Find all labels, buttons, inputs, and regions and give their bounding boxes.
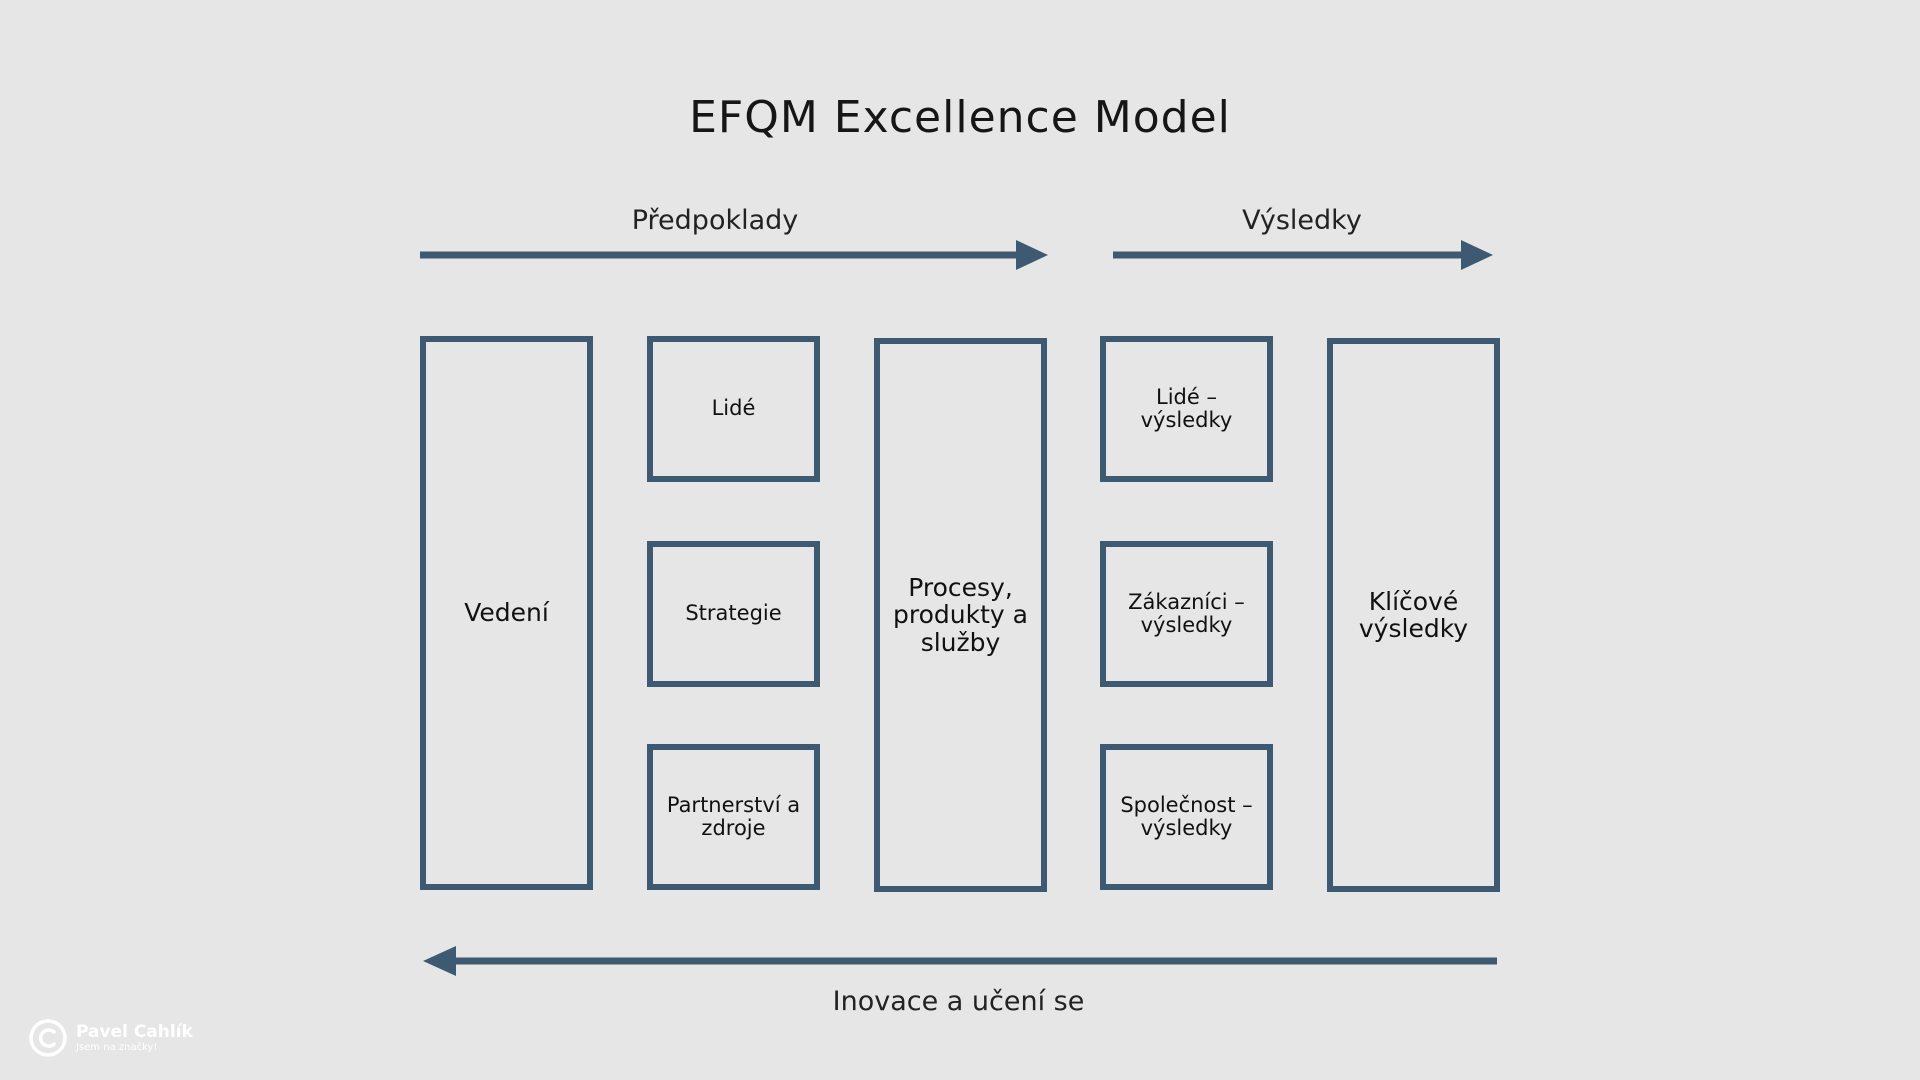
box-spolecnost-vysledky-label: Společnost – výsledky: [1120, 792, 1253, 840]
box-partnerstvi-label: Partnerství a zdroje: [666, 792, 801, 840]
box-klicove-vysledky-label: Klíčové výsledky: [1358, 586, 1469, 643]
box-zakaznici-vysledky: Zákazníci – výsledky: [1100, 541, 1273, 687]
box-partnerstvi: Partnerství a zdroje: [647, 744, 820, 890]
box-vedeni-label: Vedení: [464, 598, 549, 628]
box-lide-label: Lidé: [711, 396, 756, 421]
feedback-label: Inovace a učení se: [832, 986, 1085, 1017]
results-label: Výsledky: [1242, 205, 1362, 236]
box-vedeni: Vedení: [420, 336, 593, 890]
logo-tagline: Jsem na značky!: [76, 1041, 158, 1053]
box-procesy-label: Procesy, produkty a služby: [893, 572, 1028, 657]
results-arrow: [1113, 240, 1493, 270]
diagram-title: EFQM Excellence Model: [689, 92, 1231, 143]
box-strategie-label: Strategie: [685, 601, 782, 626]
enablers-arrow: [420, 240, 1048, 270]
box-lide-vysledky-label: Lidé – výsledky: [1140, 384, 1233, 432]
box-lide: Lidé: [647, 336, 820, 482]
copyright-circle-icon: [29, 1019, 67, 1057]
box-zakaznici-vysledky-label: Zákazníci – výsledky: [1128, 589, 1245, 637]
box-spolecnost-vysledky: Společnost – výsledky: [1100, 744, 1273, 890]
feedback-arrow: [423, 946, 1497, 976]
box-lide-vysledky: Lidé – výsledky: [1100, 336, 1273, 482]
box-klicove-vysledky: Klíčové výsledky: [1327, 338, 1500, 892]
logo-name: Pavel Cahlík: [76, 1021, 193, 1042]
box-procesy: Procesy, produkty a služby: [874, 338, 1047, 892]
brand-logo: Pavel Cahlík Jsem na značky!: [28, 1018, 193, 1058]
box-strategie: Strategie: [647, 541, 820, 687]
enablers-label: Předpoklady: [631, 205, 799, 236]
